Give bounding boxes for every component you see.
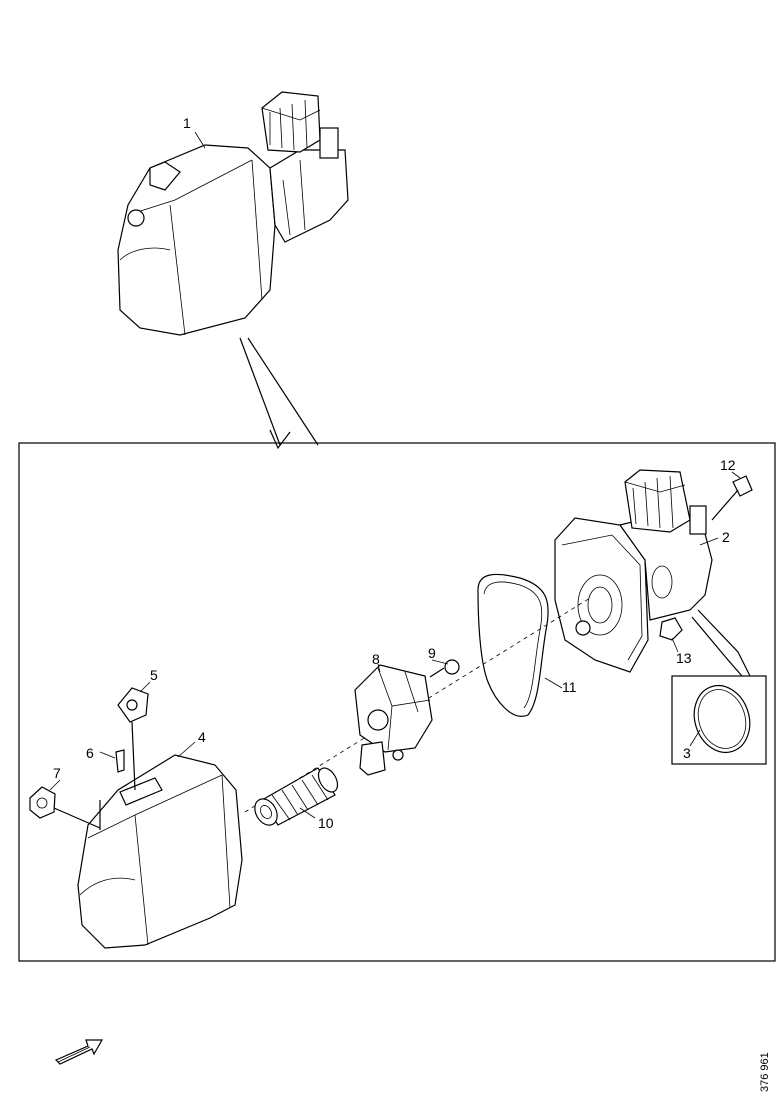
part-5-clip xyxy=(117,687,149,791)
part-3-inset xyxy=(671,609,767,765)
callout-9: 9 xyxy=(428,645,436,661)
callout-2: 2 xyxy=(722,529,730,545)
part-7-nut xyxy=(29,786,101,830)
part-13-nut xyxy=(659,617,683,641)
part-4-cover xyxy=(77,754,243,949)
callout-leaders xyxy=(49,131,741,819)
part-9-screw xyxy=(429,659,460,678)
part-8-filter-head xyxy=(354,664,433,776)
callout-3: 3 xyxy=(683,745,691,761)
callout-labels: 1 2 3 4 5 6 7 8 9 10 11 12 13 xyxy=(53,115,736,831)
part-10-filter-element xyxy=(254,767,339,826)
callout-11: 11 xyxy=(562,679,577,695)
part-6-pin xyxy=(115,749,125,773)
callout-4: 4 xyxy=(198,729,206,745)
callout-6: 6 xyxy=(86,745,94,761)
callout-1: 1 xyxy=(183,115,191,131)
assembled-filter-unit xyxy=(117,91,349,336)
forward-direction-arrow-icon xyxy=(54,1039,104,1065)
part-12-screw xyxy=(711,475,753,521)
part-2-main-housing xyxy=(554,469,713,673)
detail-frame xyxy=(18,442,776,962)
callout-13: 13 xyxy=(676,650,692,666)
callout-8: 8 xyxy=(372,651,380,667)
callout-10: 10 xyxy=(318,815,334,831)
callout-7: 7 xyxy=(53,765,61,781)
callout-5: 5 xyxy=(150,667,158,683)
zoom-leader-lines xyxy=(239,337,319,450)
figure-id: 376 961 xyxy=(759,1052,771,1092)
callout-12: 12 xyxy=(720,457,736,473)
